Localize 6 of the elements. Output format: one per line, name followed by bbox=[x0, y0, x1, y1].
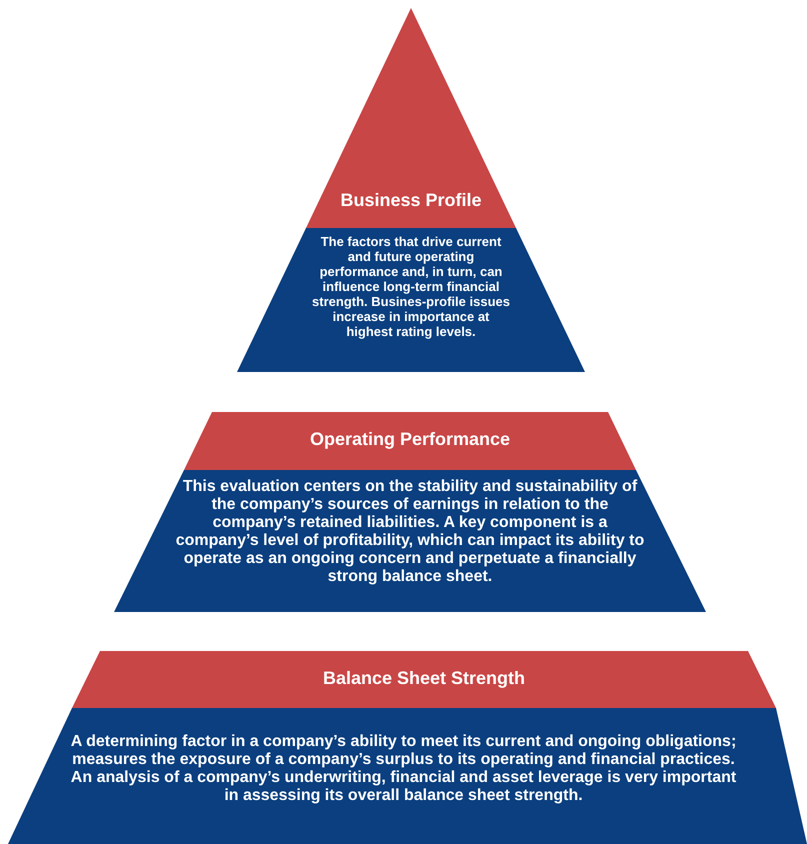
tier-description: The factors that drive current and future operating performance and, in turn, can influence long-term financial strength. Busines-profile issues increase in importance at highest rating levels. bbox=[311, 234, 511, 339]
tier-description: This evaluation centers on the stability and sustainability of the company’s sources of earnings in relation to the company’s retained liabilities. A key component is a company’s level of profitability, which can impact its ability to operate as an ongoing concern and perpetuate a financially strong balance sheet. bbox=[174, 478, 646, 586]
tier-heading: Balance Sheet Strength bbox=[322, 667, 526, 689]
tier-description: A determining factor in a company’s ability to meet its current and ongoing obligations; measures the exposure of a company’s surplus to its operating and financial practices. An analysis of a company’s underwriting, financial and asset leverage is very important in assessing its overall balance sheet strength. bbox=[70, 733, 737, 805]
tier-heading: Operating Performance bbox=[308, 428, 512, 450]
tier-heading: Business Profile bbox=[339, 189, 483, 211]
